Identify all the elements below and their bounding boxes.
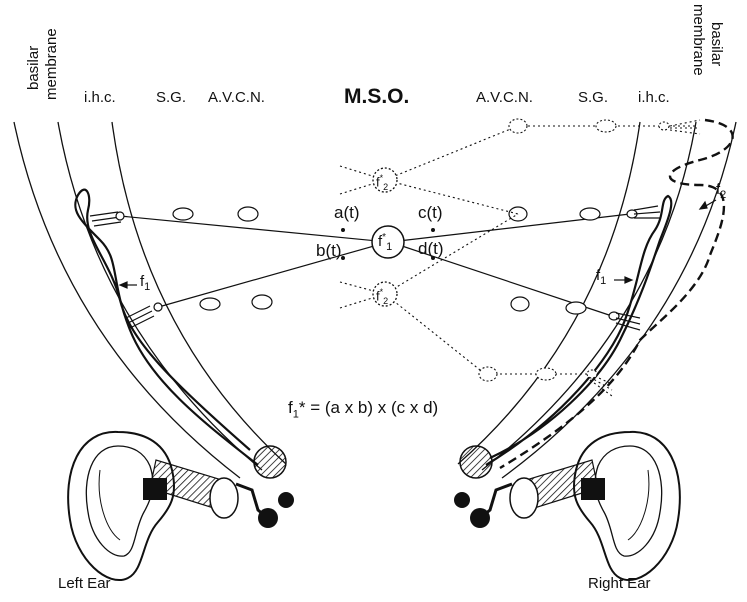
left-basilar-label-line2: membrane bbox=[43, 28, 60, 100]
left-ihc-label: i.h.c. bbox=[84, 89, 116, 106]
left-cochlea-arc-inner bbox=[111, 121, 287, 465]
signal-b-label: b(t) bbox=[316, 241, 342, 260]
right-cochlea-arc-inner bbox=[457, 121, 641, 465]
mso-node-f2-upper-label: f*2 bbox=[376, 173, 389, 192]
mso-node-f1 bbox=[371, 225, 405, 259]
right-f2-label: f2 bbox=[716, 181, 727, 202]
right-cochlea-arc-middle bbox=[481, 121, 697, 471]
left-cochlea-arc-middle bbox=[57, 121, 263, 471]
mso-node-f2-lower bbox=[372, 281, 398, 307]
signal-c-label: c(t) bbox=[418, 203, 443, 222]
right-basilar-wave-f2 bbox=[499, 118, 734, 470]
left-ear-label: Left Ear bbox=[58, 575, 111, 592]
mso-node-f1-label: f*1 bbox=[378, 232, 393, 253]
right-basilar-wave-f1 bbox=[485, 194, 673, 466]
left-basilar-label-line1: basilar bbox=[25, 45, 42, 90]
coincidence-equation: f1* = (a x b) x (c x d) bbox=[288, 398, 439, 421]
mso-node-f2-upper bbox=[372, 167, 398, 193]
left-ear-drawing bbox=[67, 430, 294, 581]
mso-label: M.S.O. bbox=[344, 85, 410, 108]
right-sg-label: S.G. bbox=[578, 89, 609, 106]
left-basilar-wave bbox=[74, 188, 259, 466]
right-ihc-label: i.h.c. bbox=[638, 89, 670, 106]
right-f1-label: f1 bbox=[596, 267, 607, 288]
signal-d-label: d(t) bbox=[418, 239, 444, 258]
left-avcn-label: A.V.C.N. bbox=[208, 89, 265, 106]
right-basilar-label-line2: basilar bbox=[708, 22, 725, 67]
left-f1-label: f1 bbox=[140, 273, 151, 294]
left-cochlea-arc-outer bbox=[13, 121, 241, 479]
right-ear-label: Right Ear bbox=[588, 575, 651, 592]
signal-a-label: a(t) bbox=[334, 203, 360, 222]
mso-node-f2-lower-label: f*2 bbox=[376, 287, 389, 306]
right-avcn-label: A.V.C.N. bbox=[476, 89, 533, 106]
right-ear-drawing bbox=[454, 430, 681, 581]
left-sg-label: S.G. bbox=[156, 89, 187, 106]
right-basilar-label-line1: membrane bbox=[690, 4, 707, 76]
right-cochlea-arc-outer bbox=[501, 121, 737, 479]
